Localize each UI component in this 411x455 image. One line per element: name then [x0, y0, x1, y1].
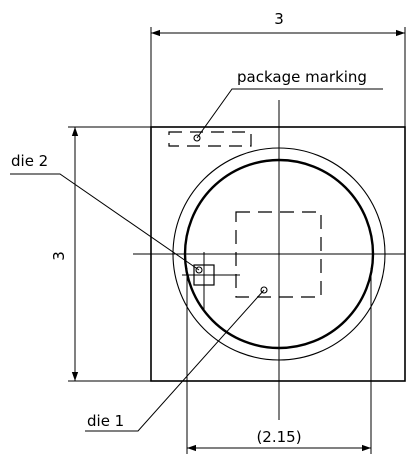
package-marking-leader [196, 88, 383, 139]
die-2-label: die 2 [11, 152, 48, 170]
bottom-dimension-label: (2.15) [256, 428, 301, 446]
package-marking-label: package marking [237, 68, 367, 86]
package-marking-callout-dot [193, 134, 201, 142]
die-1-label: die 1 [87, 412, 124, 430]
top-dimension-label: 3 [274, 10, 284, 28]
die-2-callout-dot [195, 266, 203, 274]
die-2-leader [10, 173, 200, 271]
die-1-outline [235, 211, 322, 298]
package-marking-outline [168, 131, 252, 147]
die-1-leader [85, 289, 265, 432]
left-dimension-label: 3 [50, 251, 68, 261]
die-1-callout-dot [260, 286, 268, 294]
